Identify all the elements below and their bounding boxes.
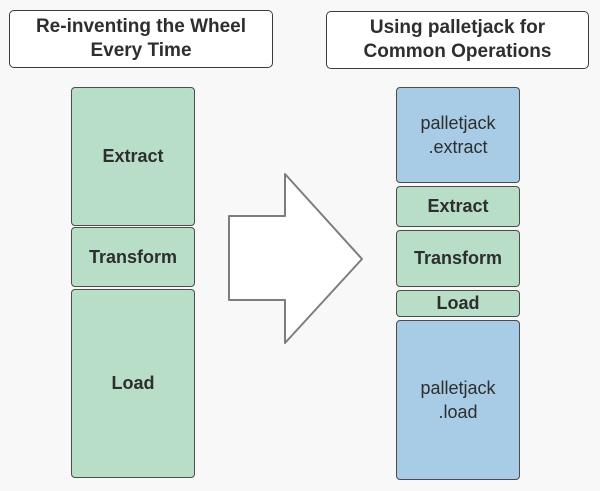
palletjack-load-line-1: palletjack	[420, 378, 496, 398]
right-title-line-1: Using palletjack for	[369, 17, 546, 38]
right-transform-box: Transform	[396, 230, 520, 287]
left-title-line-1: Re-inventing the Wheel	[35, 16, 247, 37]
palletjack-load-box: palletjack .load	[396, 320, 520, 480]
right-load-box: Load	[396, 290, 520, 317]
left-transform-label: Transform	[88, 246, 178, 267]
right-title-box: Using palletjack for Common Operations	[326, 11, 589, 69]
left-extract-box: Extract	[71, 87, 195, 226]
palletjack-extract-line-1: palletjack	[420, 113, 496, 133]
palletjack-extract-box: palletjack .extract	[396, 87, 520, 183]
palletjack-extract-line-2: .extract	[428, 137, 488, 157]
palletjack-load-line-2: .load	[438, 402, 478, 422]
left-load-box: Load	[71, 289, 195, 478]
left-load-label: Load	[111, 373, 155, 393]
left-transform-box: Transform	[71, 227, 195, 287]
right-extract-label: Extract	[427, 196, 489, 216]
right-title-line-2: Common Operations	[363, 41, 552, 62]
right-load-label: Load	[436, 293, 480, 313]
right-extract-box: Extract	[396, 186, 520, 227]
left-title-line-2: Every Time	[90, 40, 192, 61]
left-extract-label: Extract	[102, 146, 164, 166]
right-transform-label: Transform	[413, 248, 503, 268]
left-title-box: Re-inventing the Wheel Every Time	[9, 10, 273, 68]
right-arrow-icon	[228, 173, 363, 344]
